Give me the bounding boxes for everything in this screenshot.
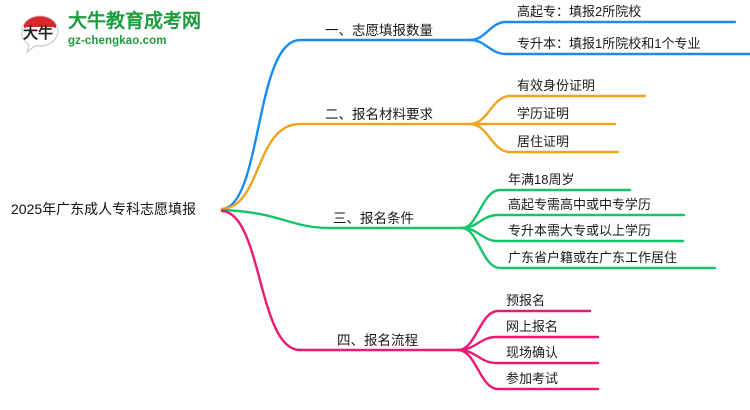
logo-title: 大牛教育成考网 xyxy=(68,11,202,32)
leaf-2-2-label[interactable]: 学历证明 xyxy=(517,106,570,121)
logo-text-block: 大牛教育成考网 gz-chengkao.com xyxy=(68,10,223,49)
leaf-2-3-label[interactable]: 居住证明 xyxy=(517,134,570,149)
branch-node-3-label[interactable]: 三、报名条件 xyxy=(333,211,414,226)
leaf-3-1-label[interactable]: 年满18周岁 xyxy=(508,172,575,187)
leaf-2-1-label[interactable]: 有效身份证明 xyxy=(517,78,596,93)
leaf-4-3-label[interactable]: 现场确认 xyxy=(506,345,559,360)
branch-node-4-label[interactable]: 四、报名流程 xyxy=(337,333,418,348)
leaf-4-4-label[interactable]: 参加考试 xyxy=(506,371,559,386)
svg-text:大牛: 大牛 xyxy=(23,24,53,42)
leaf-1-1-label[interactable]: 高起专：填报2所院校 xyxy=(517,4,642,19)
branch-node-2-label[interactable]: 二、报名材料要求 xyxy=(325,107,433,122)
branch-4-connector xyxy=(220,209,600,391)
site-logo: 大牛 大牛教育成考网 gz-chengkao.com xyxy=(18,10,223,56)
branch-node-1-label[interactable]: 一、志愿填报数量 xyxy=(325,23,433,38)
logo-subtitle: gz-chengkao.com xyxy=(68,35,167,47)
leaf-4-2-label[interactable]: 网上报名 xyxy=(506,319,559,334)
leaf-1-2-label[interactable]: 专升本：填报1所院校和1个专业 xyxy=(517,36,701,51)
leaf-3-2-label[interactable]: 高起专需高中或中专学历 xyxy=(508,197,652,212)
leaf-3-3-label[interactable]: 专升本需大专或以上学历 xyxy=(508,223,652,238)
branch-2-connector xyxy=(220,94,647,211)
leaf-4-1-label[interactable]: 预报名 xyxy=(506,293,546,308)
leaf-3-4-label[interactable]: 广东省户籍或在广东工作居住 xyxy=(508,250,678,265)
logo-mark-icon: 大牛 xyxy=(21,15,59,54)
branch-3-connector xyxy=(220,188,717,270)
root-node-label[interactable]: 2025年广东成人专科志愿填报 xyxy=(11,201,197,217)
branch-1-connector xyxy=(220,20,750,211)
